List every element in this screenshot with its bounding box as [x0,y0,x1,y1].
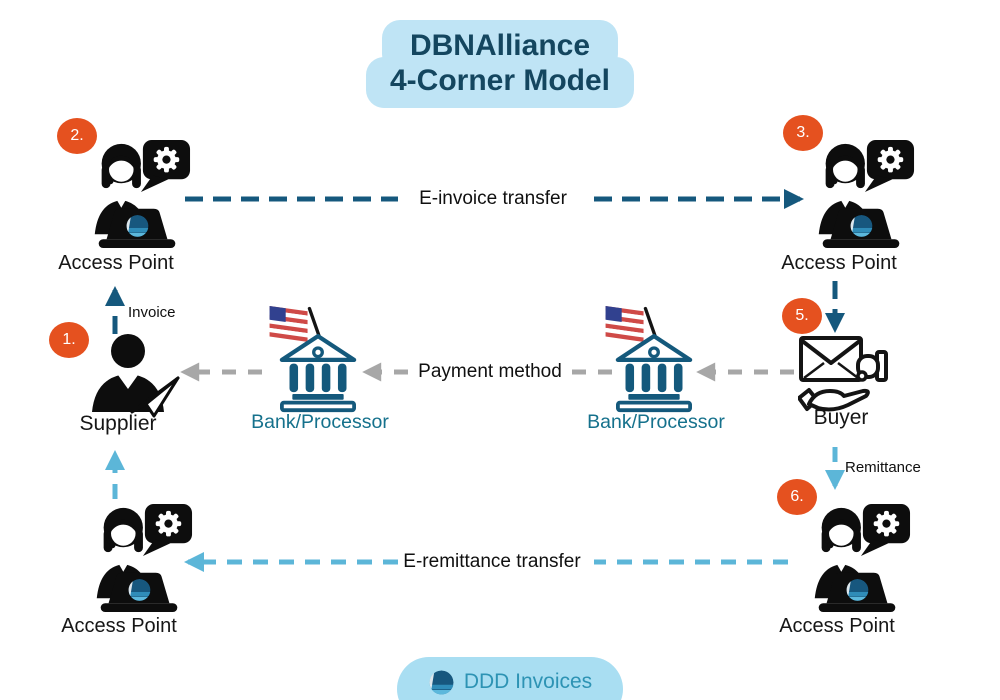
bank-right-label: Bank/Processor [587,411,725,433]
brand-footer: DDD Invoices [397,657,623,700]
bank-left-icon [266,300,370,414]
access-point-bl-icon [84,502,194,616]
supplier-icon [86,330,182,418]
access-point-tr-icon [806,138,916,252]
bank-left-label: Bank/Processor [251,411,389,433]
step-badge-5: 5. [782,298,822,334]
step-badge-3: 3. [783,115,823,151]
invoice-label: Invoice [128,304,176,321]
e-invoice-transfer-label: E-invoice transfer [419,188,567,209]
diagram-title: DBNAlliance 4-Corner Model [365,20,635,109]
access-point-bl-label: Access Point [61,615,177,637]
supplier-label: Supplier [79,412,157,435]
access-point-tl-label: Access Point [58,252,174,274]
access-point-br-label: Access Point [779,615,895,637]
step-badge-6: 6. [777,479,817,515]
step-badge-1: 1. [49,322,89,358]
bank-right-icon [602,300,706,414]
payment-method-label: Payment method [418,361,562,382]
title-line-2: 4-Corner Model [365,56,635,109]
brand-name: DDD Invoices [463,670,593,693]
e-remittance-transfer-label: E-remittance transfer [403,551,581,572]
buyer-icon [798,332,890,416]
buyer-label: Buyer [813,406,869,429]
access-point-br-icon [802,502,912,616]
brand-logo-icon [428,669,455,696]
remittance-label: Remittance [845,459,921,476]
access-point-tl-icon [82,138,192,252]
access-point-tr-label: Access Point [781,252,897,274]
step-badge-2: 2. [57,118,97,154]
